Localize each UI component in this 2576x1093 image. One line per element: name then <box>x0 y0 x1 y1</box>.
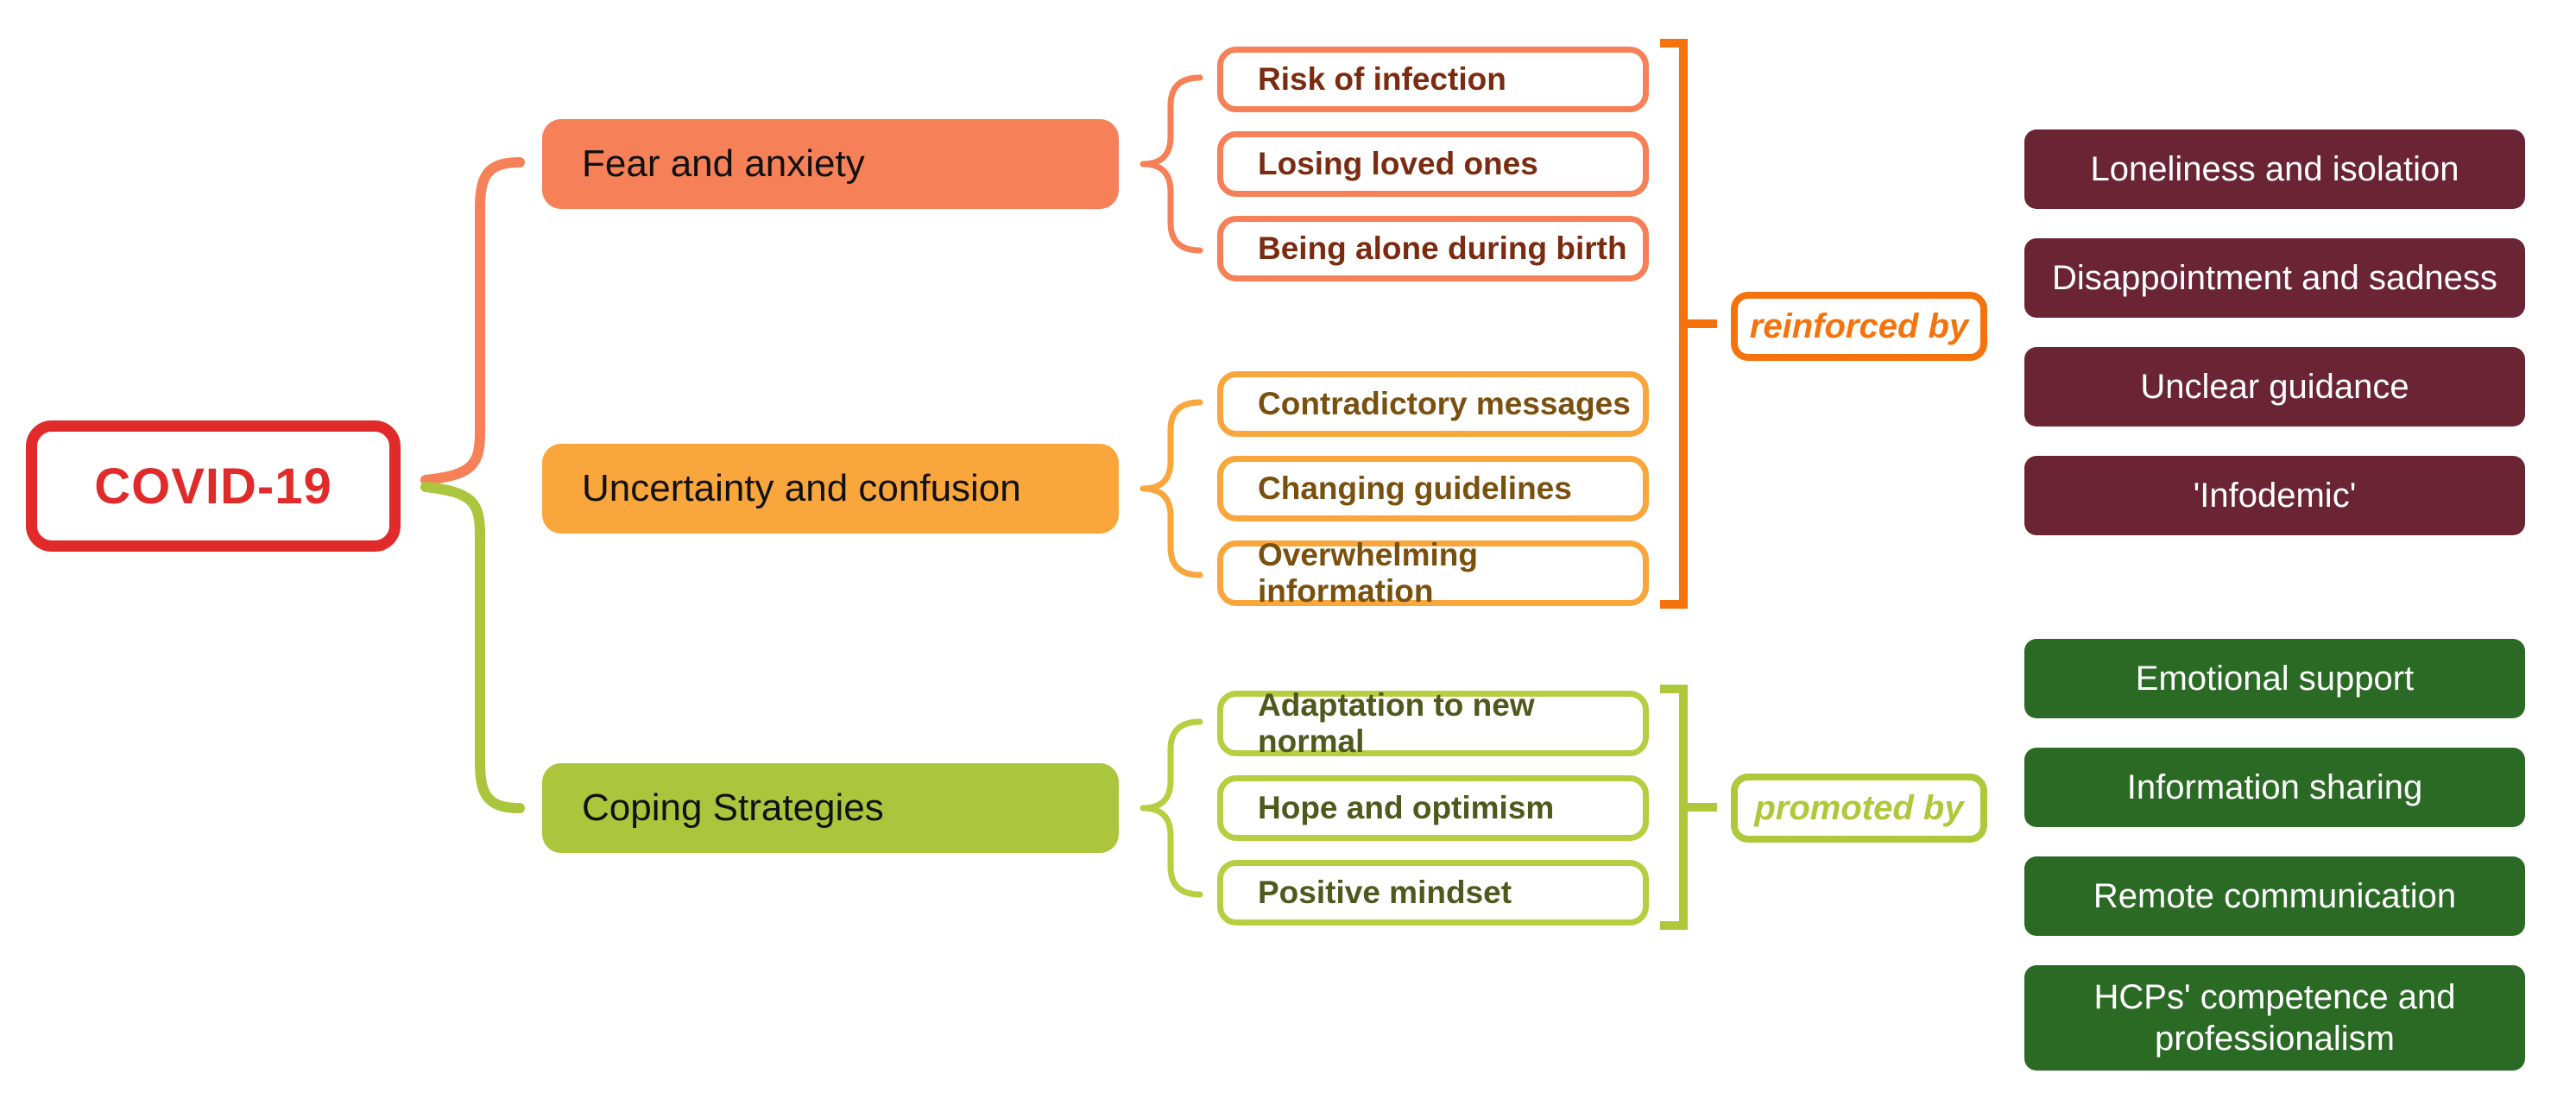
child-node-contradictory-messages: Contradictory messages <box>1217 371 1649 437</box>
connector-root-to-fear <box>420 157 525 485</box>
branch-node-uncertainty-and-confusion: Uncertainty and confusion <box>542 444 1119 534</box>
result-label: Information sharing <box>2126 768 2423 806</box>
branch-label: Coping Strategies <box>582 787 884 829</box>
child-node-risk-of-infection: Risk of infection <box>1217 47 1649 112</box>
child-label: Losing loved ones <box>1258 146 1538 181</box>
result-label: HCPs' competence and professionalism <box>2093 978 2456 1058</box>
branch-label: Fear and anxiety <box>582 142 865 185</box>
result-label: Remote communication <box>2093 877 2457 915</box>
root-node-covid19: COVID-19 <box>26 420 401 552</box>
child-node-hope-and-optimism: Hope and optimism <box>1217 775 1649 841</box>
relation-label-promoted-by: promoted by <box>1731 774 1987 843</box>
result-node-infodemic: 'Infodemic' <box>2024 456 2525 535</box>
relation-label-text: promoted by <box>1754 788 1964 827</box>
result-label: Emotional support <box>2135 660 2415 698</box>
child-label: Adaptation to new normal <box>1258 687 1535 759</box>
child-node-positive-mindset: Positive mindset <box>1217 860 1649 926</box>
child-label: Changing guidelines <box>1258 471 1572 506</box>
child-label: Overwhelming information <box>1258 537 1478 609</box>
result-node-information-sharing: Information sharing <box>2024 748 2525 827</box>
child-node-overwhelming-information: Overwhelming information <box>1217 537 1649 609</box>
child-label: Risk of infection <box>1258 61 1506 97</box>
brace-uncertainty-children <box>1140 399 1203 578</box>
branch-node-coping-strategies: Coping Strategies <box>542 763 1119 853</box>
result-node-emotional-support: Emotional support <box>2024 639 2525 718</box>
brace-coping-children <box>1140 718 1203 898</box>
child-label: Hope and optimism <box>1258 790 1555 825</box>
child-node-being-alone-during-birth: Being alone during birth <box>1217 216 1649 281</box>
result-label: Unclear guidance <box>2140 368 2409 406</box>
result-label: Disappointment and sadness <box>2052 259 2497 297</box>
relation-label-reinforced-by: reinforced by <box>1731 292 1987 361</box>
result-node-unclear-guidance: Unclear guidance <box>2024 347 2525 426</box>
result-node-loneliness-and-isolation: Loneliness and isolation <box>2024 130 2525 209</box>
branch-node-fear-and-anxiety: Fear and anxiety <box>542 119 1119 209</box>
brace-fear-children <box>1140 74 1203 254</box>
root-node-label: COVID-19 <box>94 458 332 515</box>
result-node-disappointment-and-sadness: Disappointment and sadness <box>2024 238 2525 318</box>
result-node-remote-communication: Remote communication <box>2024 856 2525 936</box>
result-node-hcps-competence-and-professionalism: HCPs' competence and professionalism <box>2024 965 2525 1071</box>
result-label: Loneliness and isolation <box>2090 150 2459 188</box>
child-node-losing-loved-ones: Losing loved ones <box>1217 131 1649 197</box>
child-node-adaptation-to-new-normal: Adaptation to new normal <box>1217 687 1649 759</box>
child-label: Being alone during birth <box>1258 231 1627 266</box>
child-label: Contradictory messages <box>1258 386 1631 421</box>
child-label: Positive mindset <box>1258 875 1512 910</box>
branch-label: Uncertainty and confusion <box>582 467 1021 509</box>
relation-label-text: reinforced by <box>1749 306 1969 345</box>
connector-root-to-coping <box>420 482 525 813</box>
result-label: 'Infodemic' <box>2193 477 2357 515</box>
child-node-changing-guidelines: Changing guidelines <box>1217 456 1649 521</box>
